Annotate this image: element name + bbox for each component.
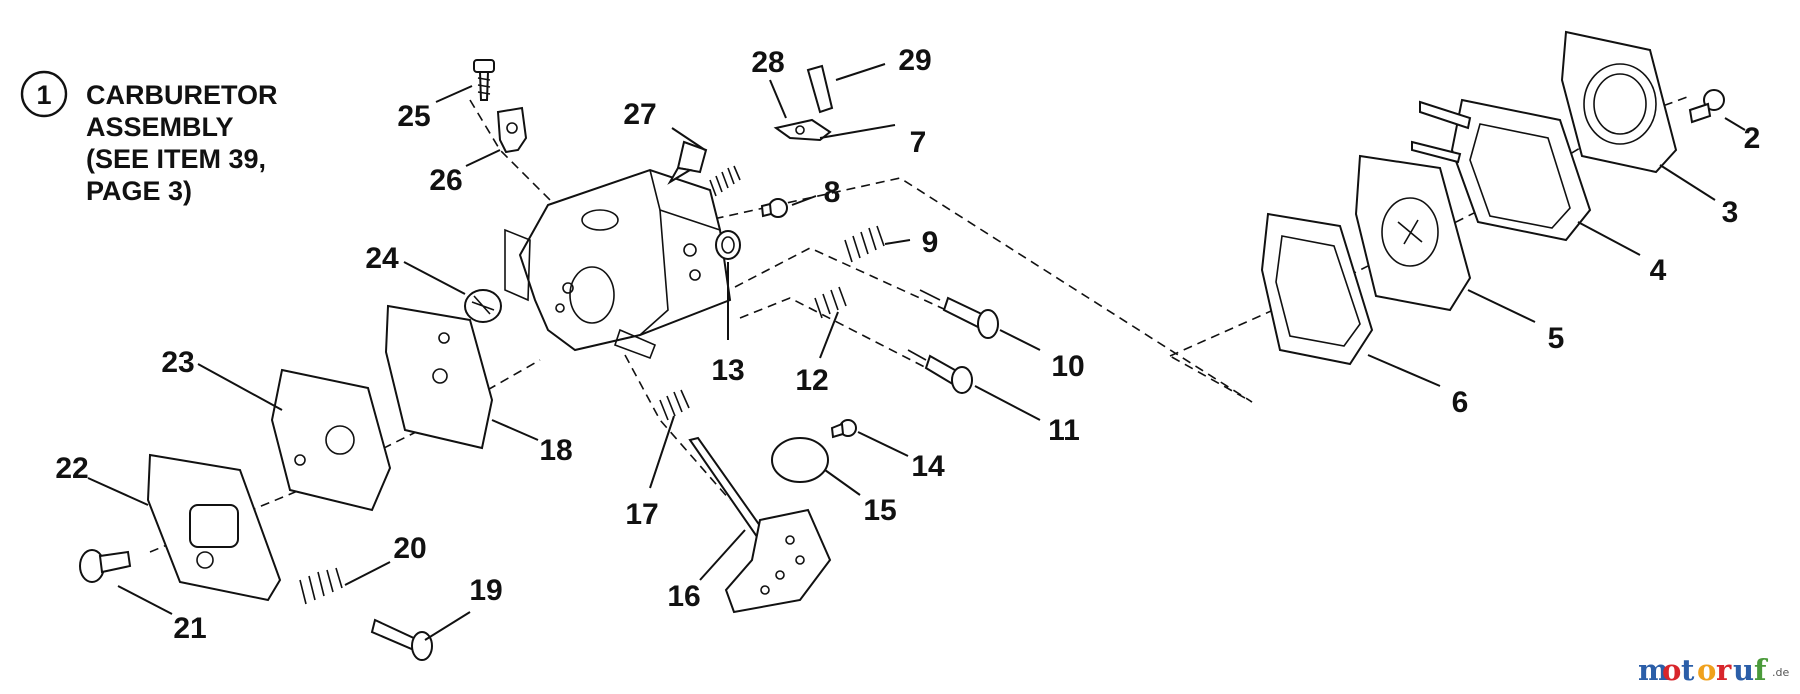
part-27-needle	[667, 140, 708, 185]
part-12-spring	[814, 286, 847, 319]
callout-3: 3	[1722, 196, 1739, 229]
callout-23: 23	[161, 346, 194, 379]
callout-6: 6	[1452, 386, 1469, 419]
watermark-char: u	[1733, 653, 1754, 687]
part-17-spring	[659, 389, 690, 421]
part-14-screw	[830, 419, 857, 439]
callout-7: 7	[910, 126, 927, 159]
watermark-char: o	[1697, 653, 1716, 687]
watermark-char: t	[1681, 653, 1695, 687]
part-4-pump-body	[1411, 98, 1592, 242]
part-23-diaphragm	[270, 368, 392, 512]
callout-5: 5	[1548, 322, 1565, 355]
part-22-cover	[146, 453, 282, 602]
callout-13: 13	[711, 354, 744, 387]
part-10-needle	[919, 289, 999, 339]
carburetor-body	[504, 168, 732, 360]
assembly-line-main	[699, 177, 1253, 403]
title-line-2: ASSEMBLY	[86, 112, 234, 142]
callout-25: 25	[397, 100, 430, 133]
watermark-char: r	[1716, 653, 1732, 687]
part-16-throttle-shaft	[688, 436, 832, 614]
callout-9: 9	[922, 226, 939, 259]
callout-2: 2	[1744, 122, 1761, 155]
callout-8: 8	[824, 176, 841, 209]
callout-22: 22	[55, 452, 88, 485]
watermark-logo: m o t o r u f .de	[1638, 653, 1789, 687]
callout-17: 17	[625, 498, 658, 531]
part-9-spring	[844, 225, 885, 263]
callout-15: 15	[863, 494, 896, 527]
watermark-char: m	[1638, 653, 1669, 687]
part-24-filter	[464, 289, 502, 323]
callout-16: 16	[667, 580, 700, 613]
title-line-4: PAGE 3)	[86, 176, 192, 206]
callout-12: 12	[795, 364, 828, 397]
part-26-clip	[496, 106, 528, 154]
assembly-line-idle	[739, 297, 951, 381]
title-number: 1	[36, 80, 51, 110]
watermark-suffix: .de	[1772, 666, 1789, 679]
part-25-screw	[473, 59, 495, 101]
callout-28: 28	[751, 46, 784, 79]
part-2-screw	[1688, 89, 1725, 124]
watermark-char: o	[1662, 653, 1681, 687]
callout-11: 11	[1048, 414, 1080, 447]
callout-labels: 2 3 4 5 6 7 8 9 10 11 12 13 14 15 16 17 …	[55, 44, 1760, 645]
part-18-plate	[384, 304, 494, 450]
part-8-screw	[760, 198, 788, 218]
title-number-circle	[20, 70, 68, 118]
callout-4: 4	[1650, 254, 1667, 287]
callout-21: 21	[173, 612, 206, 645]
title-line-1: CARBURETOR	[86, 80, 278, 110]
assembly-line-screw	[469, 99, 561, 211]
title-line-3: (SEE ITEM 39,	[86, 144, 266, 174]
assembly-line-needle	[734, 247, 991, 331]
leader-lines	[87, 63, 1746, 641]
callout-10: 10	[1051, 350, 1084, 383]
part-11-needle	[907, 349, 973, 394]
part-6-gasket	[1260, 212, 1374, 366]
part-28-lever	[773, 118, 832, 142]
callout-27: 27	[623, 98, 656, 131]
part-15-disc	[771, 437, 829, 483]
callout-19: 19	[469, 574, 502, 607]
part-5-diaphragm	[1354, 154, 1472, 312]
callout-20: 20	[393, 532, 426, 565]
part-13-ring	[715, 230, 741, 260]
callout-26: 26	[429, 164, 462, 197]
callout-18: 18	[539, 434, 572, 467]
part-3-cover	[1560, 30, 1678, 174]
callout-14: 14	[911, 450, 945, 483]
part-20-spring	[299, 567, 343, 605]
part-19-screw	[370, 618, 433, 661]
part-21-screw	[79, 549, 132, 583]
callout-24: 24	[365, 242, 399, 275]
callout-29: 29	[898, 44, 931, 77]
part-7-spring	[709, 165, 741, 197]
watermark-char: f	[1754, 653, 1769, 687]
part-29-pin	[806, 64, 834, 114]
title-block: 1 CARBURETOR ASSEMBLY (SEE ITEM 39, PAGE…	[20, 70, 278, 206]
